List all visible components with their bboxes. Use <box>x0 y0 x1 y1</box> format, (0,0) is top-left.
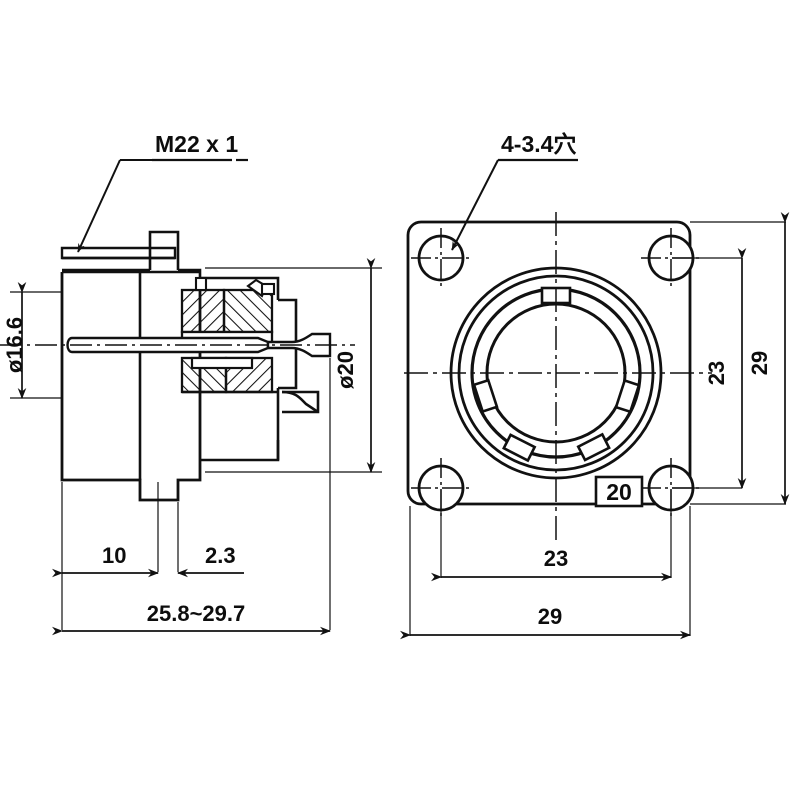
left-side-sectional-view <box>0 230 355 502</box>
connector-body-outline <box>60 270 202 502</box>
dim-body-diameter <box>205 258 382 473</box>
dim-hole-pitch-vertical-label: 23 <box>704 361 729 385</box>
dim-body-diameter-label: ø20 <box>333 351 358 389</box>
label-thread-m22: M22 x 1 <box>155 131 238 157</box>
leader-thread-m22 <box>77 158 248 253</box>
dim-hole-pitch-horizontal-label: 23 <box>544 546 568 571</box>
mounting-boss <box>62 230 202 278</box>
dim-bore-diameter <box>10 282 62 399</box>
dim-length-2-3-label: 2.3 <box>205 543 236 568</box>
contact-count-label: 20 <box>606 479 632 505</box>
dim-extension-lines-right <box>409 221 786 636</box>
mounting-hole-top-right <box>641 228 701 288</box>
dim-extension-lines-left <box>61 358 331 630</box>
leader-mounting-holes <box>451 158 578 251</box>
dim-length-10-label: 10 <box>102 543 126 568</box>
connector-shell-circles <box>449 266 663 480</box>
contact-count-box: 20 <box>594 475 644 508</box>
dim-flange-width-label: 29 <box>538 604 562 629</box>
dim-bore-diameter-label: ø16.6 <box>2 317 27 373</box>
insulator-section-upper <box>180 276 276 346</box>
insulator-section-lower <box>180 356 278 394</box>
label-mounting-holes: 4-3.4穴 <box>501 131 576 157</box>
dim-flange-height-label: 29 <box>747 351 772 375</box>
right-front-face-view <box>404 212 712 540</box>
threaded-barrel <box>60 246 177 260</box>
dim-overall-length-label: 25.8~29.7 <box>147 601 245 626</box>
